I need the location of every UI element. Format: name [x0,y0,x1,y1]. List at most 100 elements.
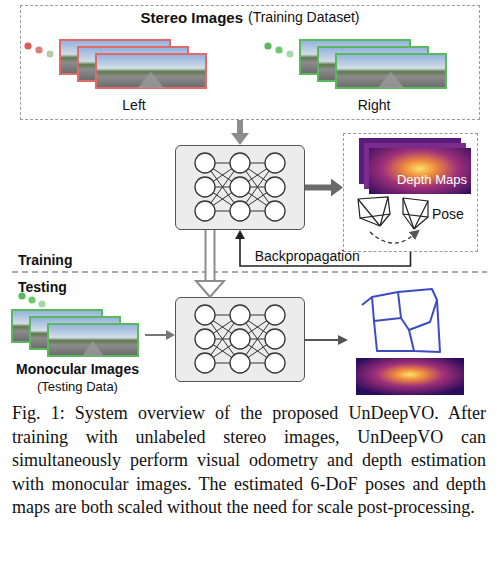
node-text: Left [122,97,145,114]
net-link [240,187,275,188]
dot [264,42,271,49]
camera-frustum [358,197,390,226]
image-stack: Left [61,41,207,116]
neuron [195,305,215,325]
neuron [265,153,285,173]
frustum-edge [403,214,414,229]
arrow [240,239,411,266]
net-link [240,187,275,211]
hollow-arrow-inner [207,230,214,281]
road [138,72,164,88]
net-link [205,315,240,339]
neuron [195,153,215,173]
image-frame [78,47,188,81]
connector-group [196,230,224,297]
road [82,341,104,356]
image-frame [60,40,170,74]
net-link [240,339,275,363]
frustum-edge [414,201,428,229]
net-link [240,315,275,363]
net-link [205,339,240,363]
frustum-edge [414,217,428,229]
neuron [195,177,215,197]
neuron [265,201,285,221]
frustum-edge [380,214,390,226]
edge-label: Backpropagation [255,248,360,265]
dot [28,296,35,303]
frustum-edge [360,218,380,226]
net-link [240,187,275,211]
node-text: (Training Dataset) [248,9,360,27]
net-link [240,363,275,364]
node-text: Right [358,97,391,114]
net-link [205,315,240,339]
node-text: (Testing Data) [37,379,118,395]
dot [35,46,42,53]
arrow [237,120,243,133]
dot [275,46,282,53]
caption: Fig. 1: System overview of the proposed … [12,402,486,520]
text-group: Right [301,97,447,114]
depth-output [356,358,464,395]
dot [18,292,25,299]
trajectory [398,289,440,352]
net-link [205,363,240,364]
net-link [240,163,275,187]
road [102,58,128,74]
trajectory [409,300,437,330]
net-link [240,211,275,212]
net-link [205,211,240,212]
net-link [240,339,275,340]
trajectory [372,292,401,321]
neuron [230,305,250,325]
neuron [265,305,285,325]
neural-net-icon [195,305,285,373]
image-frame [96,54,206,88]
section-label: Testing [18,279,67,296]
neuron [195,353,215,373]
text-group: Monocular Images(Testing Data) [10,361,145,394]
net-link [205,339,240,340]
net-link [205,163,240,187]
text-group: Stereo Images (Training Dataset) [21,9,479,27]
image-frame [318,47,428,81]
neuron [230,177,250,197]
connector-group [240,120,241,133]
dot [46,50,53,57]
net-link [240,315,275,363]
road [64,334,86,349]
neural-net-icon [195,153,285,221]
neuron [230,329,250,349]
neuron [230,201,250,221]
road [120,65,146,81]
dataset-box: Left Right Stereo Images (Training Dataset) [20,5,480,120]
depth-map: Depth Maps [369,148,471,194]
hollow-arrow [205,230,216,281]
neuron [265,177,285,197]
arrow [145,334,166,336]
net-link [240,315,275,339]
image-frame [300,40,410,74]
neuron [265,353,285,373]
net-link [240,315,275,339]
hollow-arrow-head [196,281,224,297]
output-box: Depth MapsPose [343,133,478,252]
net-link [205,315,240,363]
road [46,327,68,342]
image-frame [30,317,120,349]
camera-frustum [403,198,428,229]
frustum-base [358,197,390,218]
connector-group [240,239,411,266]
road [342,58,368,74]
net-link [205,163,240,164]
node-text: Pose [432,206,464,223]
node-text: Depth Maps [397,172,467,188]
net-link [205,163,240,211]
output-arrow [305,339,338,341]
net-link [240,163,275,211]
image-frame [336,54,446,88]
node-text: Stereo Images [140,9,243,27]
dot [24,42,31,49]
